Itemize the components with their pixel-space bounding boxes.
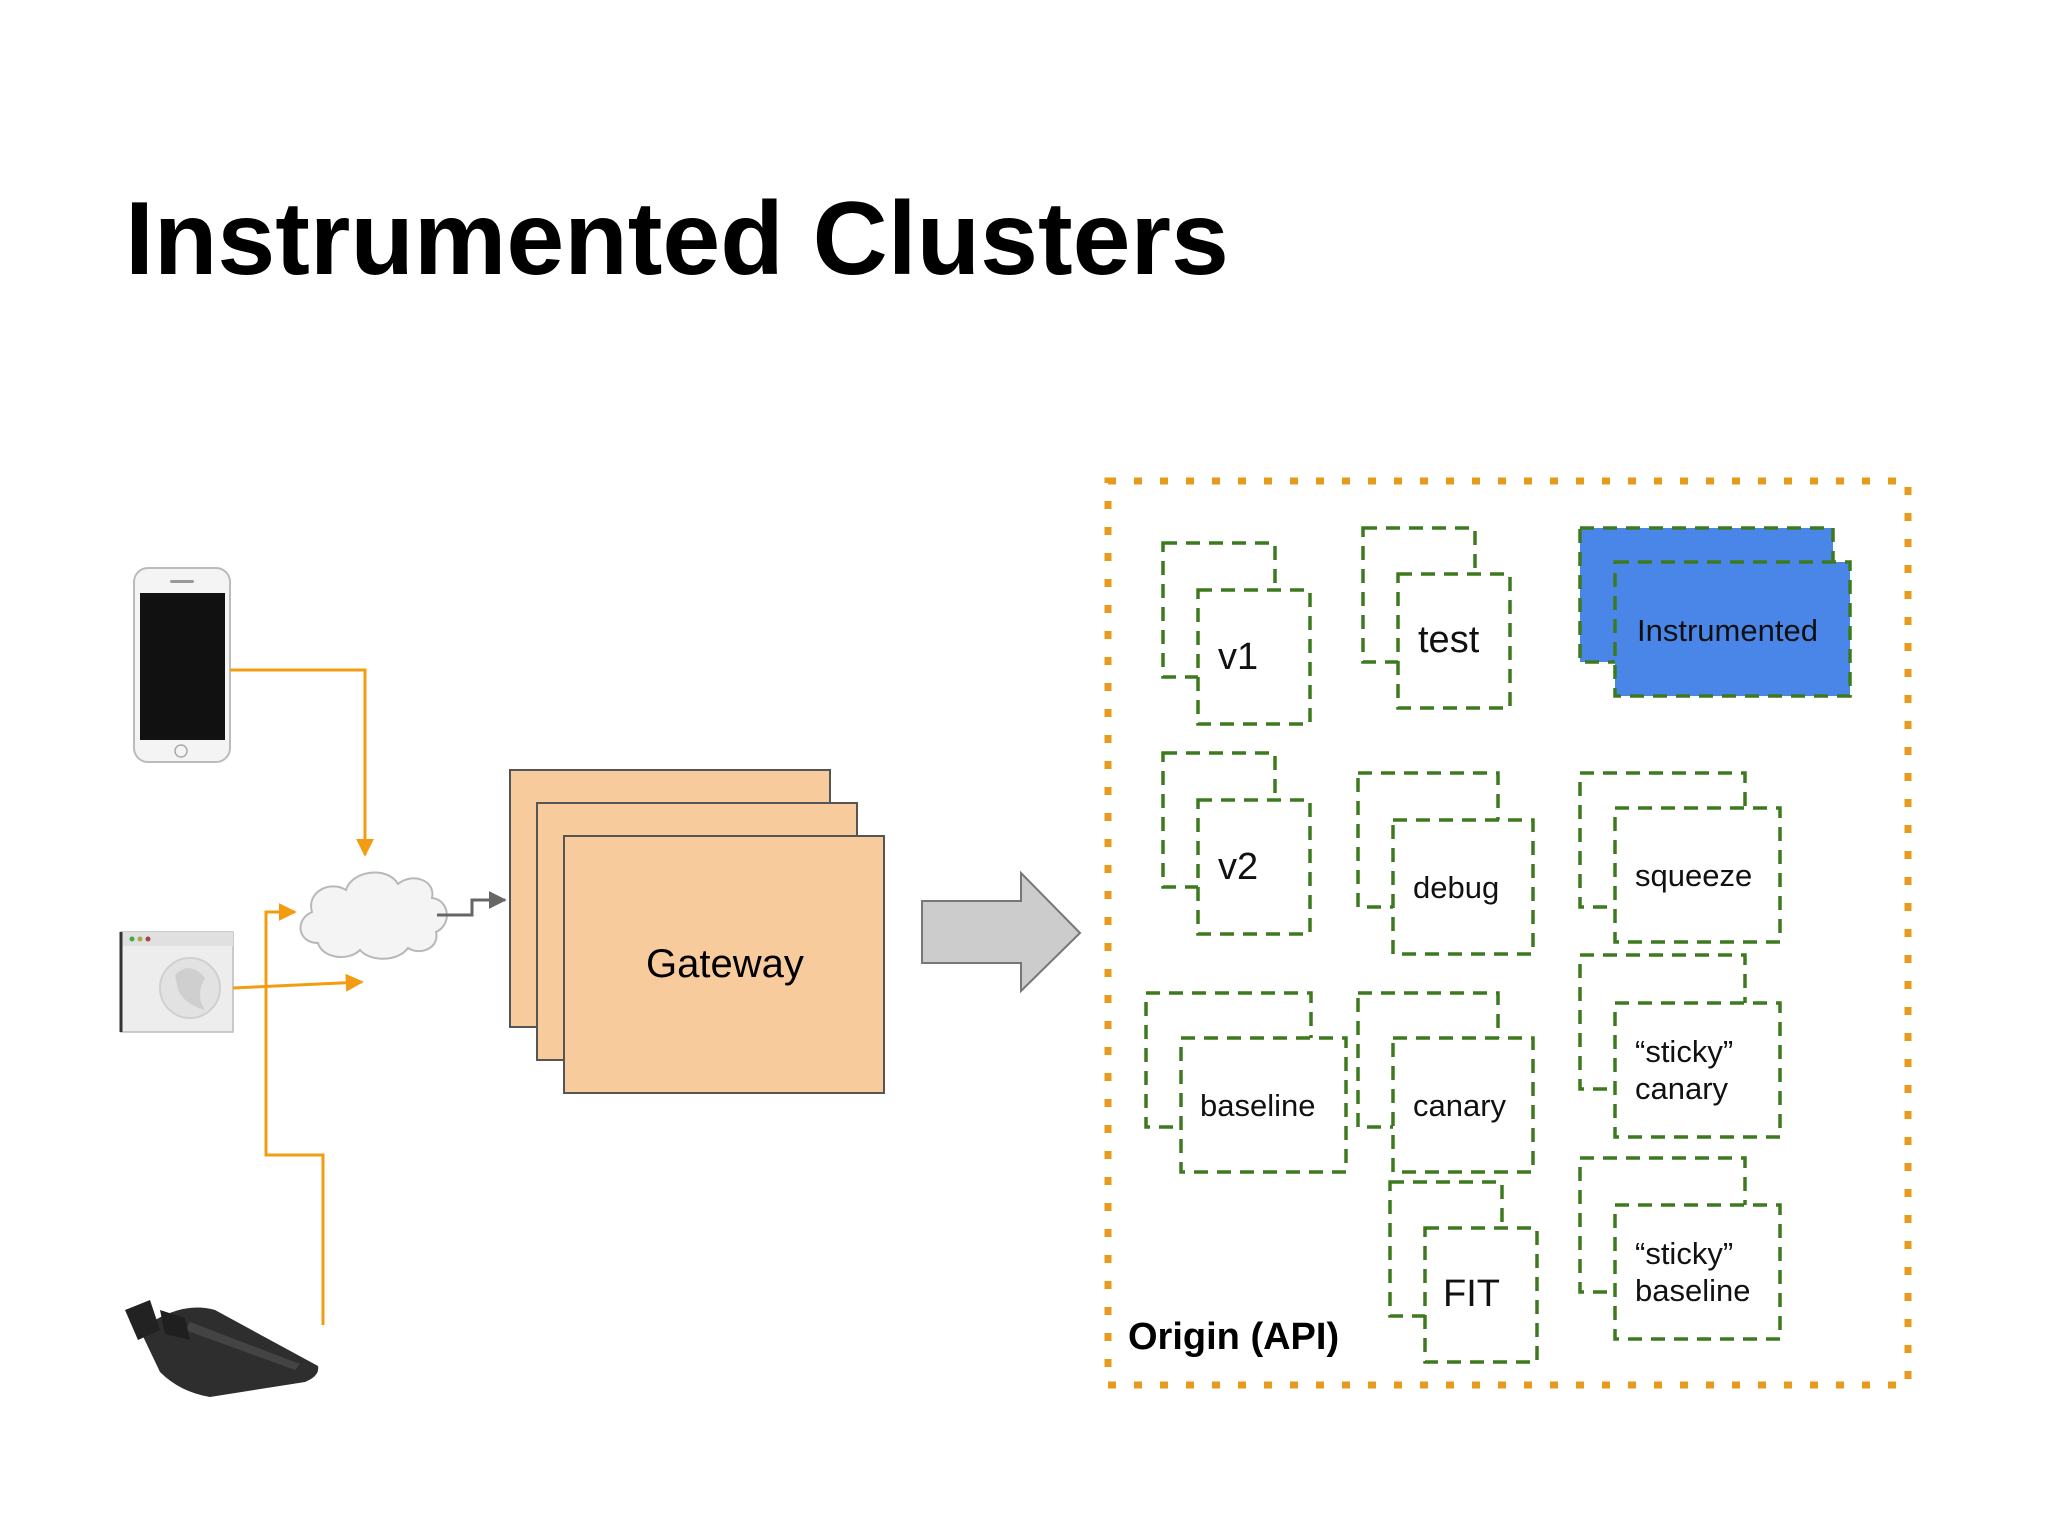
browser-icon (119, 931, 234, 1033)
cluster-debug-front (1391, 818, 1535, 956)
cluster-debug-label: debug (1413, 870, 1500, 905)
cluster-squeeze-label: squeeze (1635, 858, 1753, 893)
cluster-baseline-label: baseline (1200, 1088, 1316, 1123)
cluster-test-label: test (1418, 619, 1480, 661)
cluster-sticky-canary-front (1613, 1001, 1782, 1139)
cluster-v1-front (1196, 588, 1312, 726)
smartphone-icon (133, 567, 231, 763)
origin-label: Origin (API) (1128, 1316, 1340, 1358)
cluster-v2-label: v2 (1218, 846, 1259, 888)
cluster-instrumented (1578, 526, 1852, 698)
cloud-to-gateway-connector (437, 891, 507, 917)
cluster-fit-label: FIT (1443, 1273, 1500, 1315)
cluster-v2-front (1196, 798, 1312, 936)
cluster-squeeze-front (1613, 806, 1782, 944)
cluster-sticky-baseline-front (1613, 1203, 1782, 1341)
gateway-label: Gateway (646, 942, 804, 986)
cluster-canary-front (1391, 1036, 1535, 1174)
streaming-device-icon (125, 1300, 319, 1397)
cluster-sticky-canary-label: “sticky” canary (1635, 1034, 1734, 1107)
cluster-baseline-front (1179, 1036, 1348, 1174)
cluster-v1-label: v1 (1218, 636, 1259, 678)
client-connectors (230, 668, 374, 1325)
cluster-boxes (1144, 526, 1782, 1364)
gateway-stack (509, 769, 885, 1094)
cloud-icon (299, 871, 448, 960)
cluster-sticky-baseline-label: “sticky” baseline (1635, 1236, 1751, 1309)
cluster-fit-front (1423, 1226, 1539, 1364)
origin-container (1104, 477, 1912, 1389)
cluster-test-front (1396, 572, 1512, 710)
cluster-canary-label: canary (1413, 1088, 1507, 1123)
big-right-arrow (921, 870, 1082, 994)
cluster-instrumented-label: Instrumented (1637, 613, 1818, 648)
slide-title: Instrumented Clusters (125, 181, 1229, 297)
